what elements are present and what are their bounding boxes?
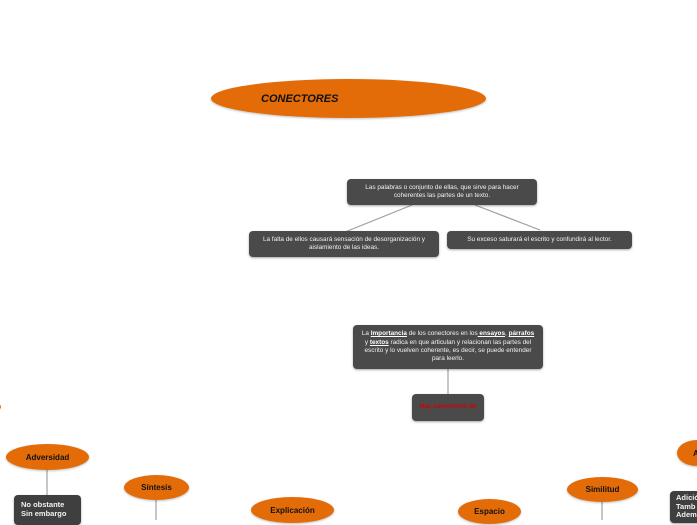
partial-node-left: [0, 404, 1, 410]
adicion-word-1: Adición: [676, 493, 697, 503]
category-explicacion[interactable]: Explicación: [251, 497, 334, 523]
adicion-word-2: Tamb: [676, 501, 696, 511]
adversidad-word-1: No obstante: [21, 500, 65, 510]
category-similitud[interactable]: Similitud: [567, 477, 638, 502]
adicion-word-3: Adem: [676, 510, 697, 520]
title-node[interactable]: CONECTORES: [211, 79, 486, 118]
importance-keyword: Importancia: [370, 330, 407, 338]
importance-text: La Importancia de los conectores en los …: [361, 330, 535, 363]
definition-node[interactable]: Las palabras o conjunto de ellas, que si…: [347, 179, 537, 205]
types-heading-text: Hay conectores de: [419, 403, 477, 411]
title-text: CONECTORES: [261, 92, 339, 105]
definition-text: Las palabras o conjunto de ellas, que si…: [365, 183, 519, 199]
types-heading-node[interactable]: Hay conectores de: [412, 394, 484, 421]
importance-node[interactable]: La Importancia de los conectores en los …: [353, 325, 543, 369]
excess-effect-text: Su exceso saturará el escrito y confundi…: [467, 235, 612, 243]
adicion-words-node[interactable]: Adición Tamb Adem: [670, 491, 697, 523]
lack-effect-node[interactable]: La falta de ellos causará sensación de d…: [249, 231, 439, 257]
adversidad-word-2: Sin embargo: [21, 509, 67, 518]
excess-effect-node[interactable]: Su exceso saturará el escrito y confundi…: [447, 231, 632, 249]
line-definition-to-excess: [474, 204, 541, 231]
adversidad-words-node[interactable]: No obstante Sin embargo: [14, 495, 81, 525]
category-espacio[interactable]: Espacio: [458, 499, 521, 524]
category-adversidad[interactable]: Adversidad: [6, 444, 89, 470]
category-adicion-partial[interactable]: A: [677, 440, 697, 466]
category-sintesis[interactable]: Síntesis: [124, 475, 189, 500]
lack-effect-text: La falta de ellos causará sensación de d…: [262, 235, 425, 251]
line-definition-to-lack: [344, 204, 413, 233]
